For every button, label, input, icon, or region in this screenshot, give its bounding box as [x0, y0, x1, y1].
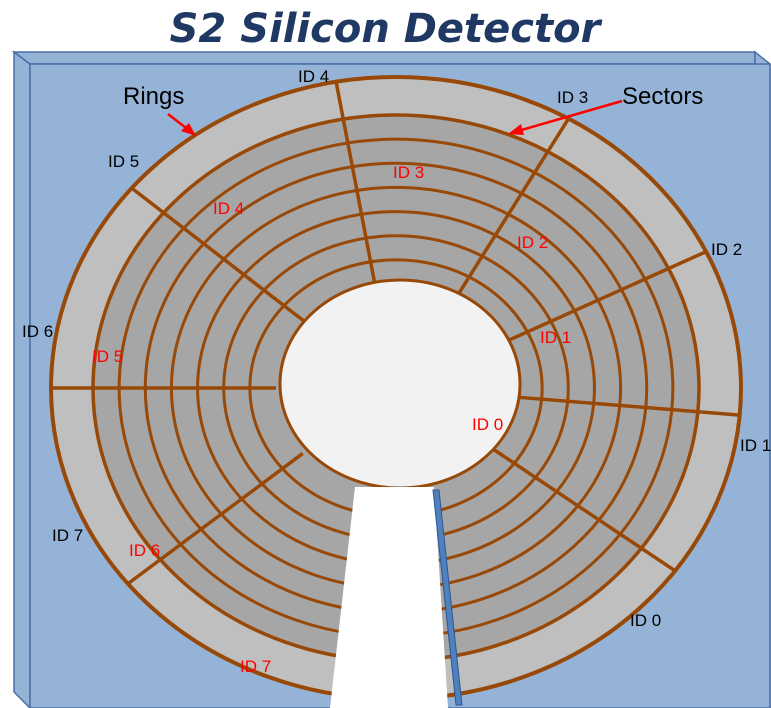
slot-edge-strip — [432, 489, 463, 706]
sector-boundaries — [51, 81, 740, 586]
inner-id-label: ID 7 — [240, 657, 271, 676]
sectors-label: Sectors — [622, 83, 703, 110]
inner-id-label: ID 3 — [393, 163, 424, 182]
sector-spoke — [334, 81, 377, 286]
outer-id-label: ID 2 — [711, 240, 742, 259]
sector-spoke — [126, 452, 304, 586]
inner-id-label: ID 0 — [472, 415, 503, 434]
outer-id-label: ID 1 — [740, 436, 771, 455]
outer-id-label: ID 7 — [52, 526, 83, 545]
center-hole — [278, 278, 522, 490]
outer-id-label: ID 3 — [557, 88, 588, 107]
inner-id-label: ID 2 — [517, 233, 548, 252]
inner-sector-labels: ID 0 ID 1 ID 2 ID 3 ID 4 ID 5 ID 6 ID 7 — [92, 163, 571, 676]
sector-spoke — [454, 117, 570, 299]
inner-id-label: ID 6 — [129, 541, 160, 560]
inner-id-label: ID 5 — [92, 347, 123, 366]
silicon-detector — [49, 75, 743, 708]
sectors-arrow — [508, 99, 623, 135]
sector-spoke — [515, 395, 740, 417]
outer-id-label: ID 4 — [298, 67, 329, 86]
cable-slot — [330, 487, 448, 708]
outer-sector-labels: ID 0 ID 1 ID 2 ID 3 ID 4 ID 5 ID 6 ID 7 — [22, 67, 771, 630]
inner-id-label: ID 4 — [213, 199, 244, 218]
outer-id-label: ID 0 — [630, 611, 661, 630]
outer-id-label: ID 6 — [22, 322, 53, 341]
inner-id-label: ID 1 — [540, 328, 571, 347]
rings-label: Rings — [123, 83, 184, 110]
sector-spoke — [492, 447, 677, 573]
sector-spoke — [503, 250, 707, 345]
outer-id-label: ID 5 — [108, 152, 139, 171]
diagram-title: S2 Silicon Detector — [170, 6, 603, 52]
sector-spoke — [130, 186, 306, 323]
rings-arrow — [167, 113, 196, 136]
